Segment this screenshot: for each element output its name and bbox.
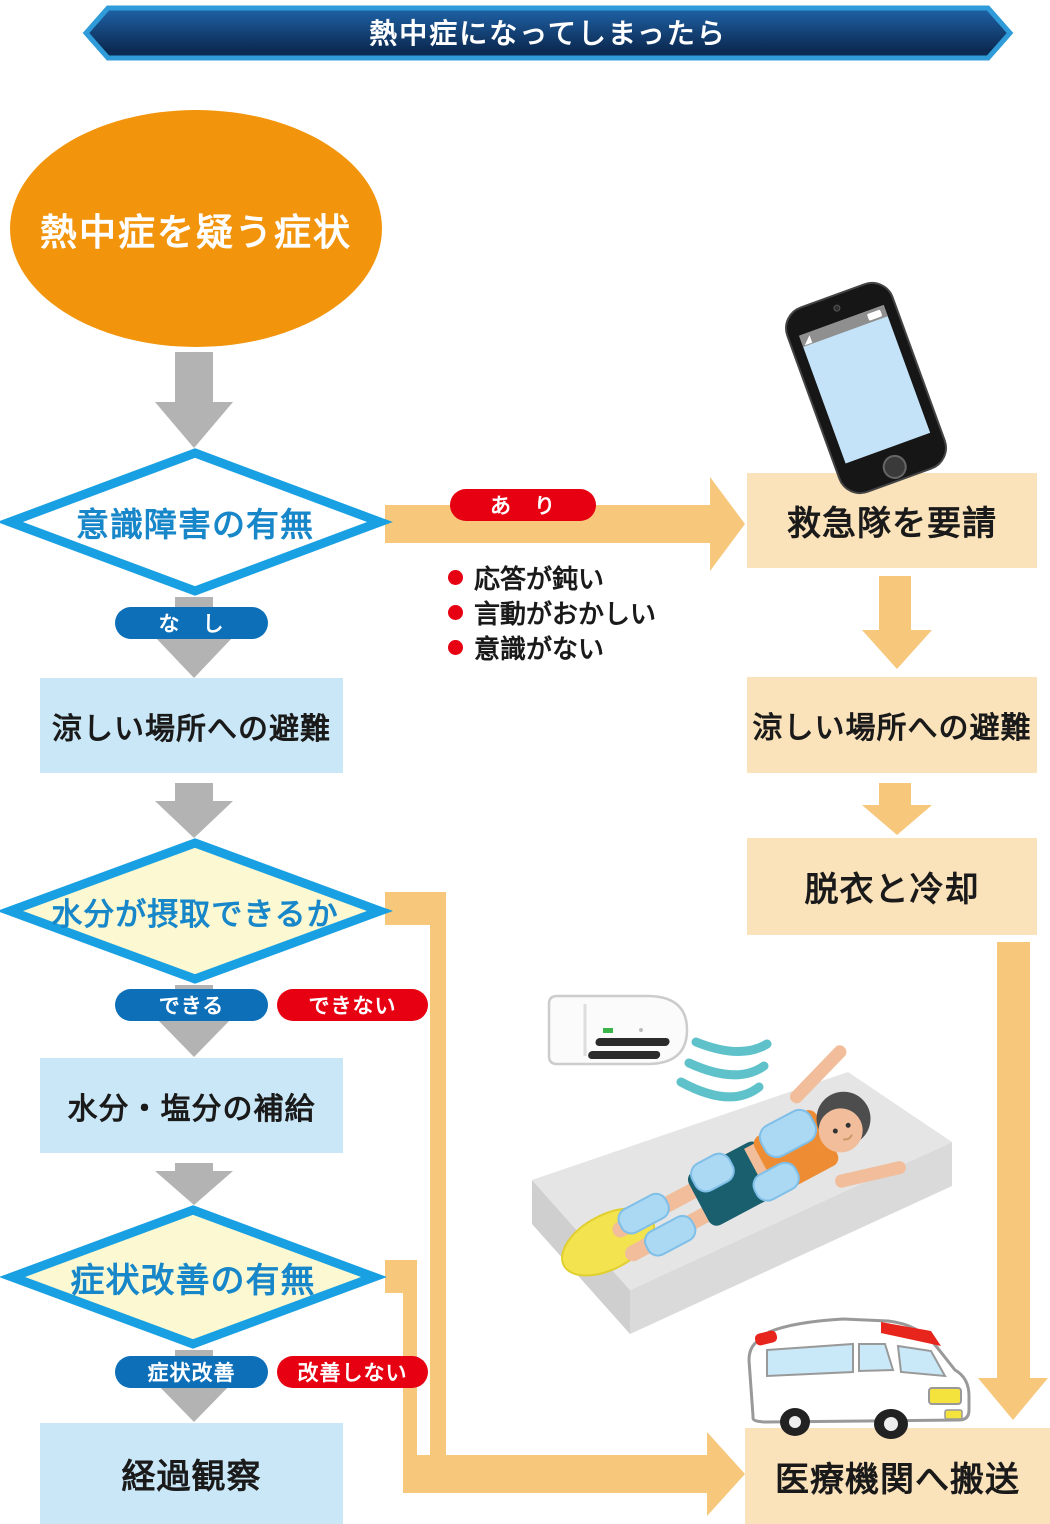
symptom-item: 言動がおかしい: [448, 595, 748, 630]
cool-place-left-box: 涼しい場所への避難: [40, 678, 343, 773]
right-arrow-orange: [385, 477, 745, 571]
call-ambulance-label: 救急隊を要請: [787, 504, 997, 544]
symptom-text: 応答が鈍い: [474, 565, 605, 595]
branch-dekinai-label: できない: [308, 994, 397, 1018]
branch-dekiru-pill: できる: [115, 989, 268, 1021]
transport-label: 医療機関へ搬送: [775, 1459, 1020, 1500]
down-arrow-orange: [862, 783, 932, 835]
branch-kaizenshinai-label: 改善しない: [297, 1361, 408, 1385]
right-arrow-orange: [403, 1432, 745, 1516]
down-arrow-orange: [862, 576, 932, 669]
branch-kaizenshinai-pill: 改善しない: [277, 1356, 428, 1388]
symptom-item: 意識がない: [448, 630, 748, 665]
symptom-item: 応答が鈍い: [448, 560, 748, 595]
symptom-text: 言動がおかしい: [474, 600, 657, 630]
bullet-icon: [448, 605, 463, 620]
ambulance-icon: [747, 1317, 971, 1439]
branch-nashi-label: な し: [158, 612, 225, 636]
symptom-text: 意識がない: [474, 635, 605, 665]
cool-place-left-label: 涼しい場所への避難: [52, 711, 331, 747]
decision-improvement-label: 症状改善の有無: [70, 1260, 316, 1301]
down-arrow-gray: [155, 783, 233, 838]
observation-label: 経過観察: [121, 1457, 262, 1497]
branch-kaizen-label: 症状改善: [147, 1361, 236, 1385]
start-label: 熱中症を疑う症状: [40, 210, 352, 254]
title-banner: [82, 5, 1014, 61]
decision-consciousness-diamond: [0, 448, 393, 596]
decision-improvement-diamond: [0, 1205, 387, 1349]
observation-box: 経過観察: [40, 1423, 343, 1524]
bullet-icon: [448, 570, 463, 585]
branch-kaizen-pill: 症状改善: [115, 1356, 268, 1388]
start-ellipse: 熱中症を疑う症状: [10, 110, 382, 347]
cooling-box: 脱衣と冷却: [747, 838, 1037, 935]
decision-consciousness-label: 意識障害の有無: [76, 505, 314, 544]
branch-ari-pill: あ り: [450, 489, 596, 521]
hydration-box: 水分・塩分の補給: [40, 1058, 343, 1153]
down-arrow-orange-long: [978, 942, 1048, 1420]
page-title: 熱中症になってしまったら: [369, 17, 727, 50]
decision-hydration-diamond: [0, 838, 394, 984]
cool-place-right-box: 涼しい場所への避難: [747, 677, 1037, 773]
hydration-label: 水分・塩分の補給: [67, 1091, 316, 1127]
down-arrow-gray: [155, 1163, 233, 1205]
cooling-label: 脱衣と冷却: [804, 870, 980, 910]
branch-dekinai-pill: できない: [277, 989, 428, 1021]
connector-dekinai-line: [430, 892, 446, 1493]
bullet-icon: [448, 640, 463, 655]
branch-nashi-pill: な し: [115, 607, 268, 639]
patient-cooling-icon: [532, 1045, 952, 1334]
down-arrow-gray: [155, 352, 233, 448]
call-ambulance-box: 救急隊を要請: [747, 473, 1037, 568]
branch-ari-label: あ り: [490, 494, 556, 518]
down-arrow-gray: [155, 985, 233, 1057]
smartphone-icon: [785, 281, 947, 495]
air-conditioner-icon: [547, 994, 772, 1102]
transport-box: 医療機関へ搬送: [745, 1428, 1050, 1524]
decision-hydration-label: 水分が摂取できるか: [51, 896, 339, 933]
branch-dekiru-label: できる: [158, 994, 225, 1018]
cool-place-right-label: 涼しい場所への避難: [752, 711, 1032, 746]
symptom-list: 応答が鈍い 言動がおかしい 意識がない: [448, 560, 748, 665]
